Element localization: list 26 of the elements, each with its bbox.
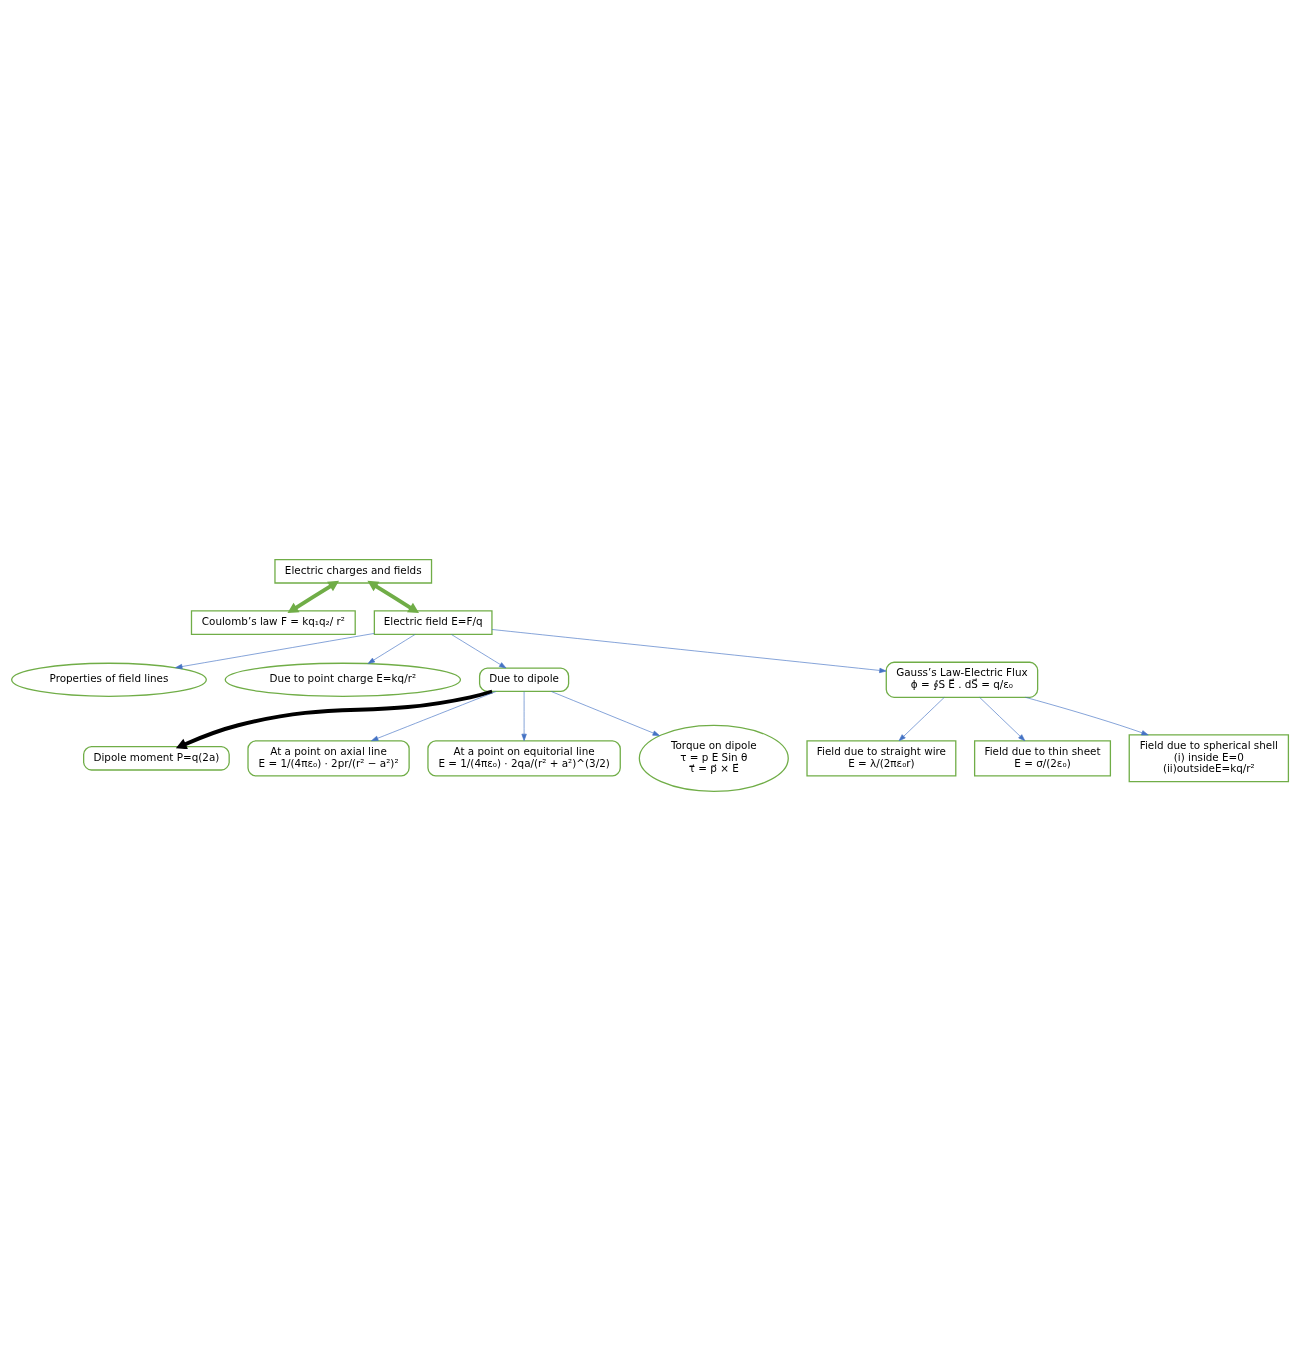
arrow (550, 691, 660, 736)
arrow (898, 697, 945, 742)
arrow (979, 697, 1026, 742)
arrow (521, 691, 527, 741)
node-ellipse: Torque on dipole τ = p E Sin θ τ⃗ = p⃗ × E⃗ (638, 724, 789, 792)
arrow (175, 689, 493, 750)
arrow (175, 633, 375, 670)
node-box: Field due to spherical shell (i) inside E=0 (ii)outsideE=kq/r² (1128, 734, 1290, 783)
node-box: At a point on equitorial line E = 1/(4πε₀) · 2qa/(r² + a²)^(3/2) (427, 740, 621, 777)
node-box: Field due to thin sheet E = σ/(2ε₀) (974, 740, 1112, 777)
node-box: Coulomb’s law F = kq₁q₂/ r² (190, 610, 356, 635)
node-box: At a point on axial line E = 1/(4πε₀) · 2pr/(r² − a²)² (247, 740, 410, 777)
arrow (451, 634, 507, 669)
arrow (371, 691, 497, 742)
arrow (491, 629, 887, 674)
arrow (367, 634, 416, 664)
node-box: Field due to straight wire E = λ/(2πε₀r) (806, 740, 957, 777)
node-box: Electric field E=F/q (373, 610, 493, 635)
arrow (367, 580, 420, 614)
node-ellipse: Due to point charge E=kq/r² (224, 662, 462, 697)
node-box: Gauss’s Law-Electric Flux ϕ = ∮S E⃗ . dS⃗ = q/ε₀ (885, 661, 1039, 698)
node-box: Dipole moment P=q(2a) (83, 746, 230, 771)
node-box: Electric charges and fields (274, 558, 433, 584)
node-box: Due to dipole (478, 667, 570, 693)
arrow (1025, 697, 1149, 736)
arrow (287, 580, 340, 614)
